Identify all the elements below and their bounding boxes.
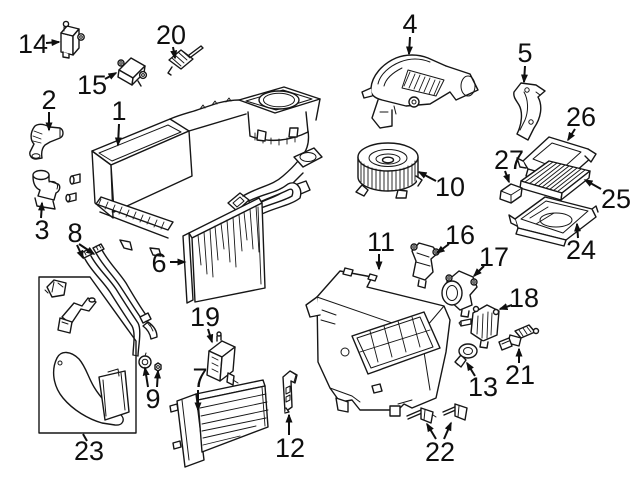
callout-22-label[interactable]: 22 — [425, 437, 455, 467]
callout-14-arrow — [45, 39, 61, 47]
part-7-heater-core-drawing — [169, 379, 269, 468]
part-10-blower-wheel-drawing — [355, 142, 423, 199]
callout-17-arrow — [472, 265, 485, 278]
callout-5-arrow — [520, 65, 528, 84]
callout-9-arrow-1 — [142, 366, 150, 388]
callout-25-arrow — [583, 179, 602, 190]
callout-4-label[interactable]: 4 — [402, 9, 417, 39]
callout-18-arrow — [498, 303, 513, 310]
callout-7-label[interactable]: 7 — [192, 363, 207, 393]
callout-3-arrow — [38, 201, 45, 219]
callout-27-label[interactable]: 27 — [494, 145, 524, 175]
callout-2-label[interactable]: 2 — [41, 85, 56, 115]
callout-16-arrow — [435, 243, 450, 254]
callout-8-arrow-2 — [78, 243, 96, 255]
callout-15-label[interactable]: 15 — [77, 70, 107, 100]
part-15-actuator-drawing — [117, 57, 148, 87]
callout-21-label[interactable]: 21 — [505, 360, 535, 390]
callout-9-arrow-2 — [154, 369, 162, 388]
callout-10-label[interactable]: 10 — [435, 172, 465, 202]
callouts-layer: 1234567891011121314151617181920212223242… — [18, 9, 631, 467]
callout-3-label[interactable]: 3 — [34, 215, 49, 245]
part-5-bracket-drawing — [513, 82, 546, 141]
part-4-blower-inlet-housing-drawing — [361, 54, 479, 129]
callout-15-arrow — [104, 72, 118, 80]
callout-20-arrow — [170, 46, 178, 60]
part-11-heater-housing-drawing — [305, 267, 451, 417]
part-18-actuator-drawing — [458, 304, 500, 349]
callout-14-label[interactable]: 14 — [18, 29, 48, 59]
callout-26-arrow — [567, 128, 576, 142]
part-19-module-drawing — [206, 331, 239, 386]
callout-16-label[interactable]: 16 — [445, 220, 475, 250]
part-12-bracket-drawing — [282, 370, 298, 414]
part-27-seal-block-drawing — [499, 183, 523, 204]
callout-22-arrow-1 — [426, 422, 437, 440]
part-25-cabin-filter-drawing — [519, 160, 591, 201]
callout-1-label[interactable]: 1 — [111, 96, 126, 126]
callout-24-label[interactable]: 24 — [566, 235, 596, 265]
callout-22-arrow-2 — [443, 421, 452, 440]
callout-5-label[interactable]: 5 — [517, 38, 532, 68]
part-22-fasteners-drawing — [406, 403, 468, 424]
callout-11-label[interactable]: 11 — [367, 227, 395, 257]
part-6-evaporator-core-drawing — [182, 180, 311, 304]
part-2-hose-drawing — [29, 123, 64, 160]
callout-17-label[interactable]: 17 — [479, 242, 509, 272]
part-14-actuator-drawing — [60, 20, 85, 59]
callout-4-arrow — [405, 36, 413, 56]
callout-18-label[interactable]: 18 — [509, 283, 539, 313]
callout-19-arrow — [206, 328, 214, 344]
callout-13-label[interactable]: 13 — [468, 372, 498, 402]
callout-6-label[interactable]: 6 — [151, 248, 166, 278]
callout-25-label[interactable]: 25 — [601, 184, 631, 214]
callout-9-label[interactable]: 9 — [145, 384, 160, 414]
part-8-pipes-drawing — [80, 243, 158, 357]
callout-23-label[interactable]: 23 — [74, 436, 104, 466]
callout-19-label[interactable]: 19 — [190, 302, 220, 332]
callout-27-arrow — [503, 170, 510, 184]
callout-10-arrow — [417, 171, 437, 182]
callout-24-arrow — [574, 222, 582, 239]
callout-20-label[interactable]: 20 — [156, 20, 186, 50]
callout-23-arrow — [82, 433, 88, 442]
part-1-evaporator-housing-drawing — [65, 86, 323, 257]
part-3-elbow-duct-drawing — [32, 169, 61, 210]
callout-1-arrow — [114, 123, 122, 147]
callout-26-label[interactable]: 26 — [566, 102, 596, 132]
part-16-actuator-drawing — [410, 242, 440, 289]
callout-8-arrow-1 — [76, 244, 84, 260]
part-13-clip-sensor-drawing — [454, 343, 478, 368]
part-9-grommets-drawing — [138, 352, 162, 372]
part-23-group-box-drawing — [38, 276, 137, 434]
callout-12-label[interactable]: 12 — [275, 433, 305, 463]
callout-8-label[interactable]: 8 — [67, 218, 82, 248]
part-21-sensor-drawing — [498, 324, 540, 351]
part-17-actuator-drawing — [441, 270, 478, 318]
callout-13-arrow — [466, 361, 476, 377]
